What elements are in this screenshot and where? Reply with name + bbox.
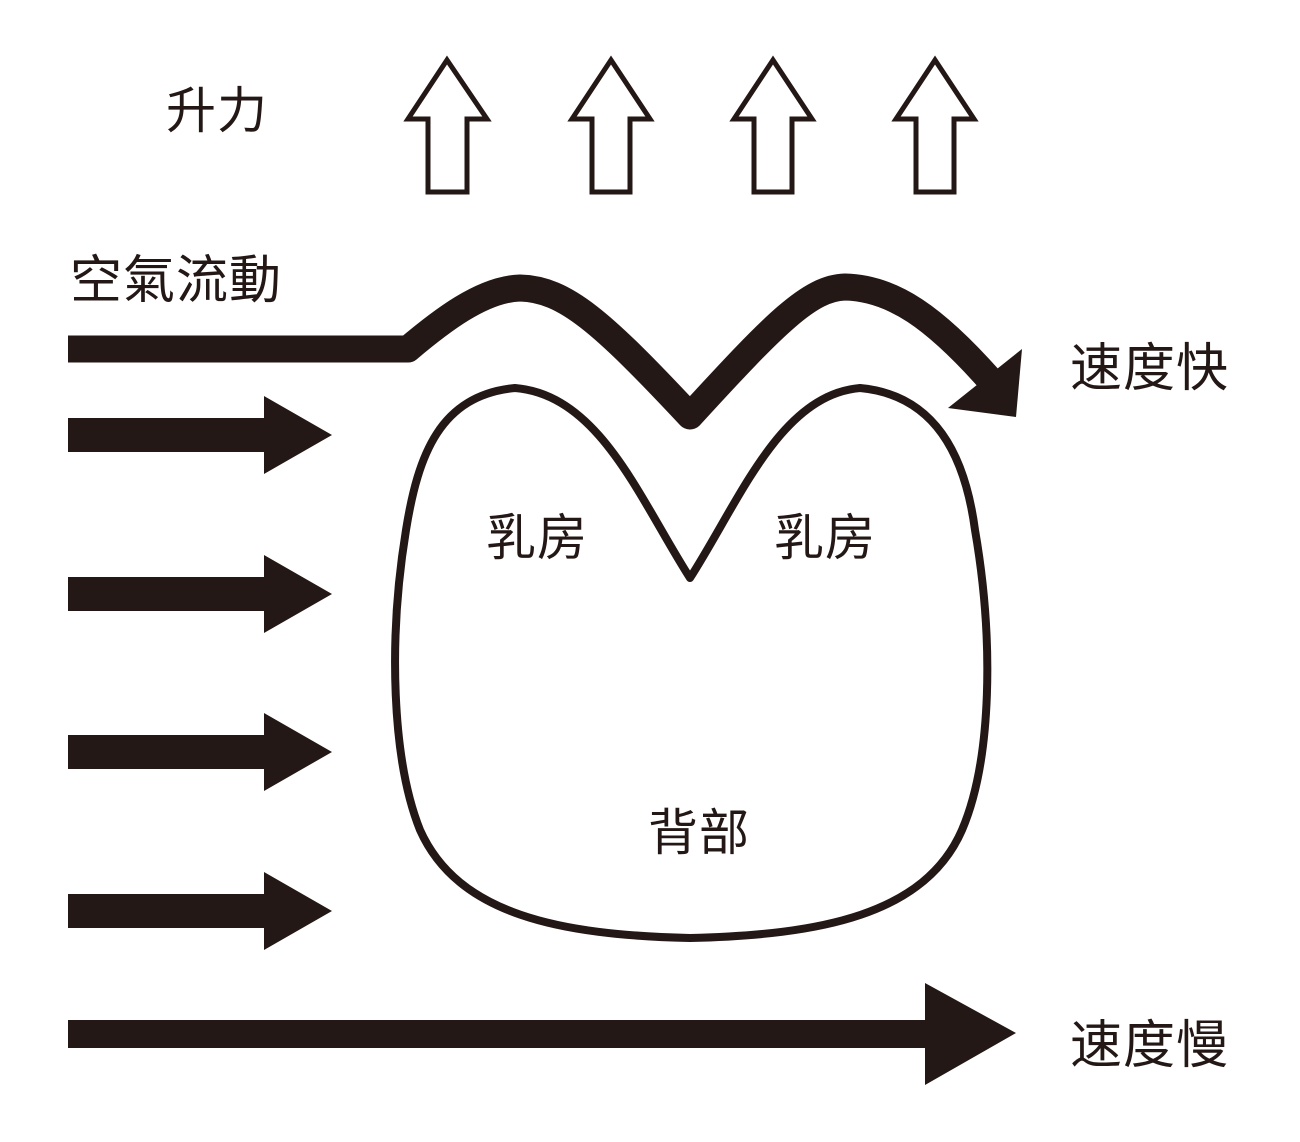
airflow-arrow-4-icon (68, 872, 332, 950)
speed-slow-label: 速度慢 (1070, 1016, 1230, 1076)
breast-left-label: 乳房 (486, 509, 588, 567)
speed-fast-label: 速度快 (1070, 339, 1230, 399)
torso-outline (391, 384, 992, 942)
lift-arrow-4-icon (891, 55, 979, 195)
lift-arrow-3-icon (729, 55, 817, 195)
fast-airflow-arrow (68, 273, 1022, 430)
airflow-arrow-3-icon (68, 713, 332, 791)
airflow-arrow-2-icon (68, 555, 332, 633)
lift-label: 升力 (166, 82, 268, 140)
fast-airflow-path (68, 273, 1001, 430)
lift-arrow-1-icon (403, 55, 492, 195)
lift-arrows (403, 55, 979, 195)
back-label: 背部 (648, 804, 750, 862)
lift-arrow-2-icon (567, 55, 655, 195)
airflow-label: 空氣流動 (70, 251, 283, 311)
slow-airflow-arrow-icon (68, 983, 1016, 1085)
airflow-arrows (68, 396, 332, 950)
airflow-arrow-1-icon (68, 396, 332, 474)
fast-airflow-arrowhead-icon (948, 349, 1022, 417)
breast-right-label: 乳房 (774, 509, 876, 567)
